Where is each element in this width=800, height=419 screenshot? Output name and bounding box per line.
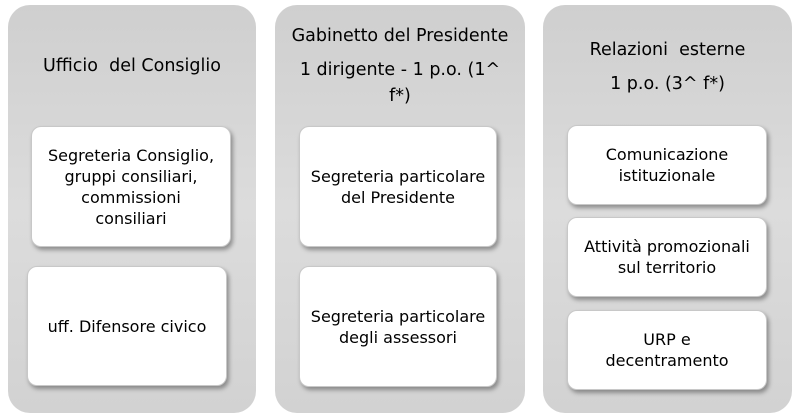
column-title: Gabinetto del Presidente 1 dirigente - 1… [275,23,525,109]
column-title-line: Relazioni esterne [589,40,746,60]
node-segreteria-assessori: Segreteria particolare degli assessori [299,266,497,387]
column-subtitle-line: 1 p.o. (3^ f*) [610,74,725,94]
node-segreteria-consiglio: Segreteria Consiglio, gruppi consiliari,… [31,126,231,247]
column-subtitle-line: 1 dirigente - 1 p.o. (1^ f*) [299,60,501,106]
node-urp-decentramento: URP e decentramento [567,310,767,390]
node-difensore-civico: uff. Difensore civico [27,266,227,386]
column-title-line: Ufficio del Consiglio [43,56,221,76]
node-segreteria-presidente: Segreteria particolare del Presidente [299,126,497,247]
column-gabinetto-presidente: Gabinetto del Presidente 1 dirigente - 1… [275,5,525,413]
node-comunicazione-istituzionale: Comunicazione istituzionale [567,125,767,205]
column-title: Relazioni esterne 1 p.o. (3^ f*) [543,37,792,97]
column-title: Ufficio del Consiglio [8,53,256,79]
node-attivita-promozionali: Attività promozionali sul territorio [567,217,767,297]
column-title-line: Gabinetto del Presidente [291,26,509,46]
column-ufficio-consiglio: Ufficio del Consiglio Segreteria Consigl… [8,5,256,413]
column-relazioni-esterne: Relazioni esterne 1 p.o. (3^ f*) Comunic… [543,5,792,413]
